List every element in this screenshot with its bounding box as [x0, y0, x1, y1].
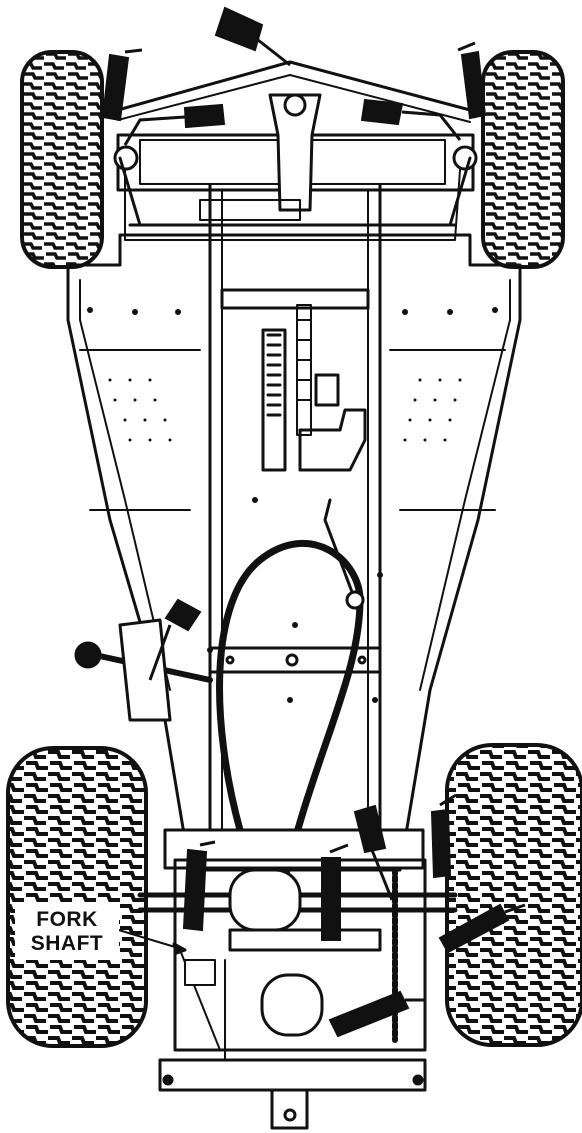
lubrication-points — [101, 6, 526, 1038]
front-left-wheel — [20, 50, 104, 269]
transaxle — [137, 828, 458, 1092]
front-axle-assembly — [113, 60, 478, 237]
rear-left-wheel — [6, 746, 148, 1048]
rear-right-wheel — [445, 743, 582, 1047]
fork-shaft-label: FORK SHAFT — [15, 902, 119, 960]
drive-cable — [216, 539, 364, 904]
front-right-wheel — [481, 50, 565, 269]
brake-pedal-shaft — [74, 618, 213, 722]
fork-shaft-label-line1: FORK — [36, 908, 98, 931]
footrest-right — [402, 307, 498, 442]
footrest-left — [87, 307, 181, 442]
fork-shaft-label-line2: SHAFT — [30, 932, 104, 955]
fork-shaft-leader — [111, 927, 186, 951]
steering-sector — [261, 304, 367, 472]
frame — [66, 183, 522, 872]
